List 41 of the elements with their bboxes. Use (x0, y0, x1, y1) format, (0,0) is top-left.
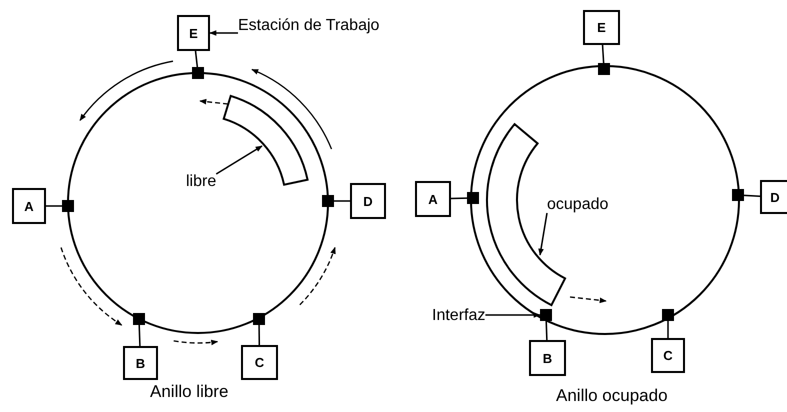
workstation-box: A (415, 181, 451, 217)
connector-line (667, 321, 669, 338)
workstation-box: B (123, 346, 158, 380)
interface-square (322, 195, 334, 207)
interface-square (598, 63, 610, 75)
interface-square (467, 192, 479, 204)
interface-square (540, 309, 552, 321)
leader-arrow (209, 30, 238, 36)
callout-text: ocupado (547, 195, 608, 215)
leader-arrow (485, 312, 541, 318)
connector-line (744, 194, 760, 197)
workstation-box: E (583, 10, 620, 45)
interface-square (62, 200, 74, 212)
ring-caption: Anillo libre (150, 382, 228, 402)
workstation-box: C (241, 345, 278, 380)
workstation-box: B (529, 340, 566, 376)
workstation-box: A (12, 188, 46, 224)
connector-line (450, 197, 468, 200)
interface-square (253, 313, 265, 325)
workstation-box: E (177, 15, 210, 51)
connector-line (194, 50, 198, 68)
connector-line (258, 325, 260, 346)
connector-line (138, 324, 141, 346)
connector-line (46, 205, 62, 207)
leader-arrow (216, 145, 263, 175)
interface-square (732, 189, 744, 201)
interface-square (662, 309, 674, 321)
workstation-box: D (350, 183, 386, 219)
connector-line (545, 320, 548, 340)
ring-caption: Anillo ocupado (556, 386, 668, 406)
interface-square (133, 313, 145, 325)
callout-text: libre (186, 172, 216, 192)
interface-square (192, 67, 204, 79)
callout-text: Estación de Trabajo (238, 16, 380, 36)
connector-line (602, 44, 604, 64)
callout-text: Interfaz (432, 306, 486, 326)
workstation-box: D (760, 180, 787, 214)
workstation-box: C (651, 338, 685, 373)
connector-line (334, 200, 350, 202)
leader-arrow (538, 212, 548, 256)
token-frame (222, 94, 309, 186)
